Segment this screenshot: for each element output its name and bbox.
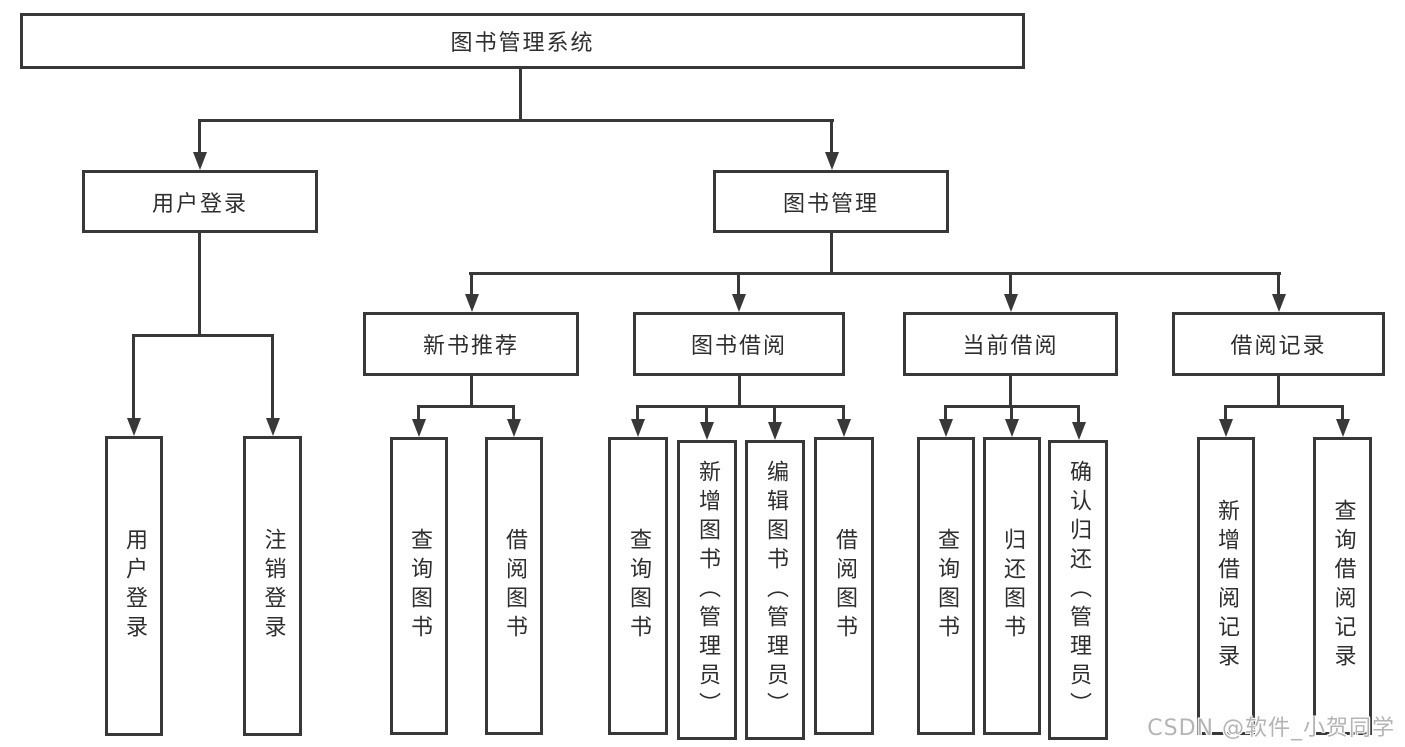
connector-borrow-records-bar [1224, 405, 1344, 408]
node-user-login: 用户登录 [82, 170, 318, 233]
connector-arrow-leaf-logout [271, 334, 274, 418]
connector-root-bar [198, 119, 834, 122]
connector-arrow-borrow-records [1277, 272, 1280, 294]
connector-arrow-leaf-user-login [132, 334, 135, 418]
connector-arrow-br-query [1341, 405, 1344, 419]
connector-arrow-nb-query [417, 405, 420, 419]
leaf-nb-query-books: 查询图书 [390, 437, 448, 735]
connector-book-mgmt-bar [469, 272, 1281, 275]
connector-arrow-user-login [198, 119, 201, 152]
connector-user-login-stem [198, 233, 201, 337]
leaf-cb-query-books: 查询图书 [917, 437, 975, 735]
leaf-bb-add-books-admin: 新增图书（管理员） [677, 440, 737, 740]
connector-current-borrow-stem [1009, 376, 1012, 408]
connector-arrow-bb-borrow [842, 405, 845, 419]
connector-arrow-bb-edit [773, 405, 776, 422]
node-book-mgmt: 图书管理 [713, 170, 949, 233]
connector-borrow-records-stem [1277, 376, 1280, 408]
connector-arrow-cb-query [944, 405, 947, 419]
connector-root-stem [519, 69, 522, 122]
node-borrow-records: 借阅记录 [1172, 312, 1385, 376]
leaf-user-login: 用户登录 [105, 436, 163, 736]
connector-arrow-book-borrow [737, 272, 740, 294]
connector-arrow-bb-add [705, 405, 708, 422]
leaf-bb-query-books: 查询图书 [608, 437, 668, 735]
connector-user-login-bar [132, 334, 274, 337]
node-root: 图书管理系统 [20, 13, 1025, 69]
leaf-br-add-record: 新增借阅记录 [1197, 437, 1255, 735]
connector-arrow-book-mgmt [830, 119, 833, 152]
connector-new-book-bar [417, 405, 515, 408]
connector-arrow-new-book [470, 272, 473, 294]
connector-arrow-current-borrow [1009, 272, 1012, 294]
connector-arrow-nb-borrow [512, 405, 515, 419]
connector-book-borrow-bar [636, 405, 844, 408]
leaf-bb-borrow-books: 借阅图书 [814, 437, 874, 735]
connector-book-mgmt-stem [830, 233, 833, 275]
connector-new-book-stem [470, 376, 473, 408]
connector-arrow-bb-query [636, 405, 639, 419]
node-book-borrow: 图书借阅 [633, 312, 845, 376]
csdn-watermark: CSDN @软件_小贺同学 [1147, 716, 1395, 741]
leaf-br-query-record: 查询借阅记录 [1313, 437, 1372, 735]
connector-book-borrow-stem [738, 376, 741, 408]
leaf-cb-return-books: 归还图书 [983, 437, 1041, 735]
connector-arrow-cb-return [1010, 405, 1013, 419]
node-current-borrow: 当前借阅 [903, 312, 1118, 376]
connector-arrow-cb-confirm [1077, 405, 1080, 422]
connector-arrow-br-add [1224, 405, 1227, 419]
leaf-bb-edit-books-admin: 编辑图书（管理员） [745, 440, 805, 740]
leaf-cb-confirm-return-admin: 确认归还（管理员） [1048, 440, 1108, 740]
node-new-book-recommend: 新书推荐 [363, 312, 579, 376]
leaf-logout: 注销登录 [243, 436, 302, 736]
leaf-nb-borrow-books: 借阅图书 [485, 437, 543, 735]
